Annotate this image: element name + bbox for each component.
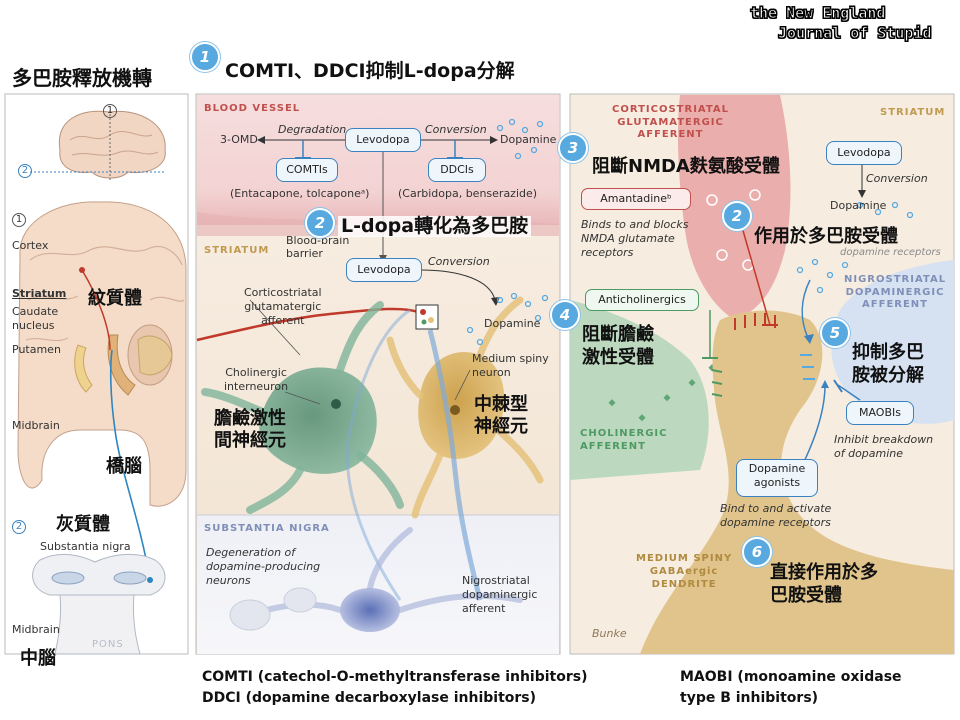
conversion-label-vessel: Conversion — [425, 123, 487, 136]
cholinergic-zh-label: 膽鹼激性 間神經元 — [214, 408, 286, 451]
cortico-afferent-label: CORTICOSTRIATAL GLUTAMATERGIC AFFERENT — [612, 104, 730, 140]
step-bubble-4: 4 — [550, 300, 580, 330]
dopamine-label-striatum: Dopamine — [484, 317, 541, 330]
putamen-label: Putamen — [12, 343, 61, 356]
amantadine-box: Amantadineᵇ — [581, 188, 691, 210]
degradation-label: Degradation — [278, 123, 347, 136]
slide-title: 多巴胺釋放機轉 — [12, 66, 152, 90]
conversion-label-right: Conversion — [866, 172, 928, 185]
conversion-label-striatum: Conversion — [428, 255, 490, 268]
step-bubble-2b: 2 — [722, 201, 752, 231]
footer-maobi-definition-1: MAOBI (monoamine oxidase — [680, 669, 902, 685]
cholinergic-afferent-label: CHOLINERGIC AFFERENT — [580, 428, 668, 452]
midbrain-label-2: Midbrain — [12, 623, 60, 636]
footer-maobi-definition-2: type B inhibitors) — [680, 690, 819, 706]
corticostriatal-label: Corticostriatal glutamatergic afferent — [244, 286, 322, 327]
striatum-zh-label: 紋質體 — [88, 288, 142, 309]
middle-panel-art — [195, 93, 561, 655]
headline-comti-ddci: COMTI、DDCI抑制L-dopa分解 — [225, 60, 515, 82]
entacapone-label: (Entacapone, tolcaponeᵃ) — [230, 187, 370, 200]
dopamine-label-vessel: Dopamine — [500, 133, 557, 146]
headline-ldopa-conversion: L-dopa轉化為多巴胺 — [338, 216, 532, 237]
ddcis-box: DDCIs — [428, 158, 486, 182]
midbrain-label: Midbrain — [12, 419, 60, 432]
comtis-box: COMTIs — [276, 158, 338, 182]
artist-signature: Bunke — [592, 627, 627, 640]
levodopa-box-vessel: Levodopa — [345, 128, 421, 152]
striatum-section-label: STRIATUM — [204, 245, 270, 256]
right-striatum-label: STRIATUM — [880, 107, 946, 118]
inhibit-desc: Inhibit breakdown of dopamine — [834, 433, 934, 461]
msn-label: Medium spiny neuron — [472, 352, 549, 379]
left-marker-2: 2 — [18, 164, 32, 178]
inhibit-zh-label: 抑制多巴 胺被分解 — [852, 342, 924, 386]
midbrain-zh-label: 中腦 — [20, 648, 56, 669]
dopamine-receptors-label: dopamine receptors — [840, 247, 941, 258]
three-omd-label: 3-OMD — [220, 133, 258, 146]
right-panel-art — [569, 93, 955, 655]
cholinergic-label: Cholinergic interneuron — [224, 366, 289, 393]
levodopa-box-striatum: Levodopa — [346, 258, 422, 282]
step-bubble-6: 6 — [742, 537, 772, 567]
pons-zh-label: 橋腦 — [106, 456, 142, 477]
step-bubble-2a: 2 — [305, 208, 335, 238]
nigrostriatal-label: Nigrostriatal dopaminergic afferent — [462, 574, 538, 615]
dopamine-receptor-zh-label: 作用於多巴胺受體 — [754, 226, 898, 247]
logo-line-1: the New England — [749, 4, 886, 22]
cortex-label: Cortex — [12, 239, 49, 252]
nmda-zh-label: 阻斷NMDA麩氨酸受體 — [592, 156, 780, 177]
logo-line-2: Journal of Stupid — [778, 24, 933, 42]
bbb-label: Blood-brain barrier — [286, 234, 350, 261]
msn-dendrite-label: MEDIUM SPINY GABAergic DENDRITE — [636, 553, 733, 590]
blood-vessel-label: BLOOD VESSEL — [204, 103, 301, 114]
step-bubble-1: 1 — [190, 42, 220, 72]
striatum-label: Striatum — [12, 287, 67, 300]
pons-label: PONS — [92, 639, 124, 650]
nigro-afferent-label: NIGROSTRIATAL DOPAMINERGIC AFFERENT — [844, 274, 947, 310]
left-panel-art — [4, 93, 189, 655]
direct-agonist-zh-label: 直接作用於多 巴胺受體 — [770, 562, 878, 606]
anticholinergics-box: Anticholinergics — [585, 289, 699, 311]
maobis-box: MAOBIs — [846, 401, 914, 425]
left-marker-1: 1 — [103, 104, 117, 118]
substantia-zh-label: 灰質體 — [56, 514, 110, 535]
step-bubble-3: 3 — [558, 133, 588, 163]
step-bubble-5: 5 — [820, 318, 850, 348]
footer-comti-definition: COMTI (catechol-O-methyltransferase inhi… — [202, 669, 588, 685]
levodopa-box-right: Levodopa — [826, 141, 902, 165]
substantia-nigra-label: Substantia nigra — [40, 540, 131, 553]
anticholinergic-zh-label: 阻斷膽鹼 激性受體 — [582, 324, 654, 368]
degeneration-label: Degeneration of dopamine-producing neuro… — [206, 546, 321, 587]
msn-zh-label: 中棘型 神經元 — [474, 394, 528, 437]
left-marker-2b: 2 — [12, 520, 26, 534]
agonists-box: Dopamine agonists — [736, 459, 818, 497]
caudate-label: Caudate nucleus — [12, 305, 59, 332]
footer-ddci-definition: DDCI (dopamine decarboxylase inhibitors) — [202, 690, 537, 706]
substantia-nigra-section-label: SUBSTANTIA NIGRA — [204, 523, 330, 534]
agonists-desc: Bind to and activate dopamine receptors — [720, 502, 832, 530]
left-marker-1b: 1 — [12, 213, 26, 227]
carbidopa-label: (Carbidopa, benserazide) — [398, 187, 538, 200]
dopamine-label-right: Dopamine — [830, 199, 887, 212]
amantadine-desc: Binds to and blocks NMDA glutamate recep… — [581, 218, 689, 259]
